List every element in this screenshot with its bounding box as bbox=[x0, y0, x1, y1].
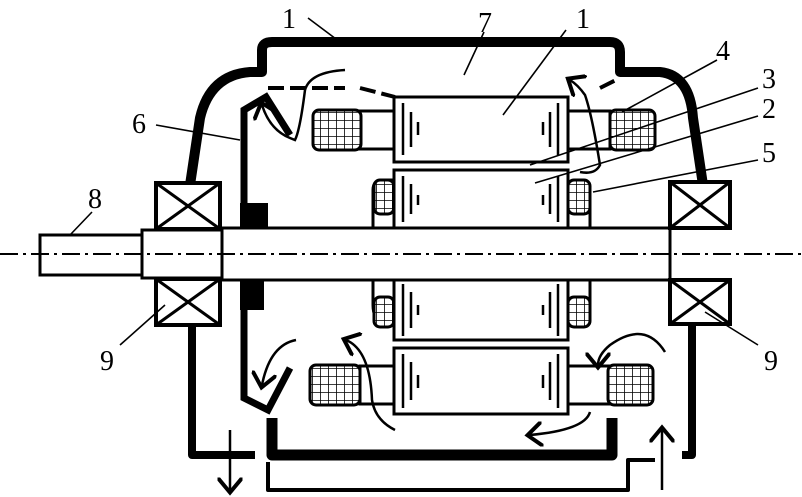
housing-bottom-right bbox=[682, 322, 696, 459]
label-bearing-left: 9 bbox=[100, 346, 114, 377]
stator-winding bbox=[311, 108, 363, 152]
housing-bottom-inner bbox=[266, 418, 618, 461]
rotor-end-ring bbox=[566, 295, 592, 329]
airflow-arrows bbox=[230, 68, 665, 490]
rotor-end-ring bbox=[372, 295, 396, 329]
stator-rotor bbox=[308, 95, 657, 416]
fan-hub-bottom bbox=[240, 280, 264, 310]
housing-top bbox=[185, 37, 708, 186]
leader-lines bbox=[69, 17, 759, 346]
rotor-core-top bbox=[392, 168, 570, 230]
label-stator-winding: 4 bbox=[716, 36, 730, 67]
vent-dashed-line bbox=[268, 78, 617, 99]
stator-winding bbox=[308, 363, 362, 407]
label-rotor-core: 2 bbox=[762, 94, 776, 125]
bearing-right bbox=[668, 180, 732, 326]
housing-bottom-outer bbox=[266, 458, 655, 492]
label-shaft: 8 bbox=[88, 184, 102, 215]
label-bearing-right: 9 bbox=[764, 346, 778, 377]
stator-winding bbox=[606, 363, 655, 407]
rotor-end-ring bbox=[372, 178, 396, 216]
housing bbox=[185, 37, 708, 492]
rotor-end-ring bbox=[566, 178, 592, 216]
label-stator-core: 1 bbox=[576, 4, 590, 35]
label-vent-chamber: 7 bbox=[478, 8, 492, 39]
label-air-gap: 3 bbox=[762, 64, 776, 95]
housing-bottom-left bbox=[188, 325, 255, 459]
bearing-left bbox=[154, 181, 222, 327]
lamination-marks bbox=[401, 103, 560, 408]
label-housing: 1 bbox=[282, 4, 296, 35]
fan-hub-top bbox=[240, 203, 268, 228]
label-rotor-end-ring: 5 bbox=[762, 138, 776, 169]
label-fan: 6 bbox=[132, 109, 146, 140]
stator-core-bottom bbox=[392, 346, 570, 416]
